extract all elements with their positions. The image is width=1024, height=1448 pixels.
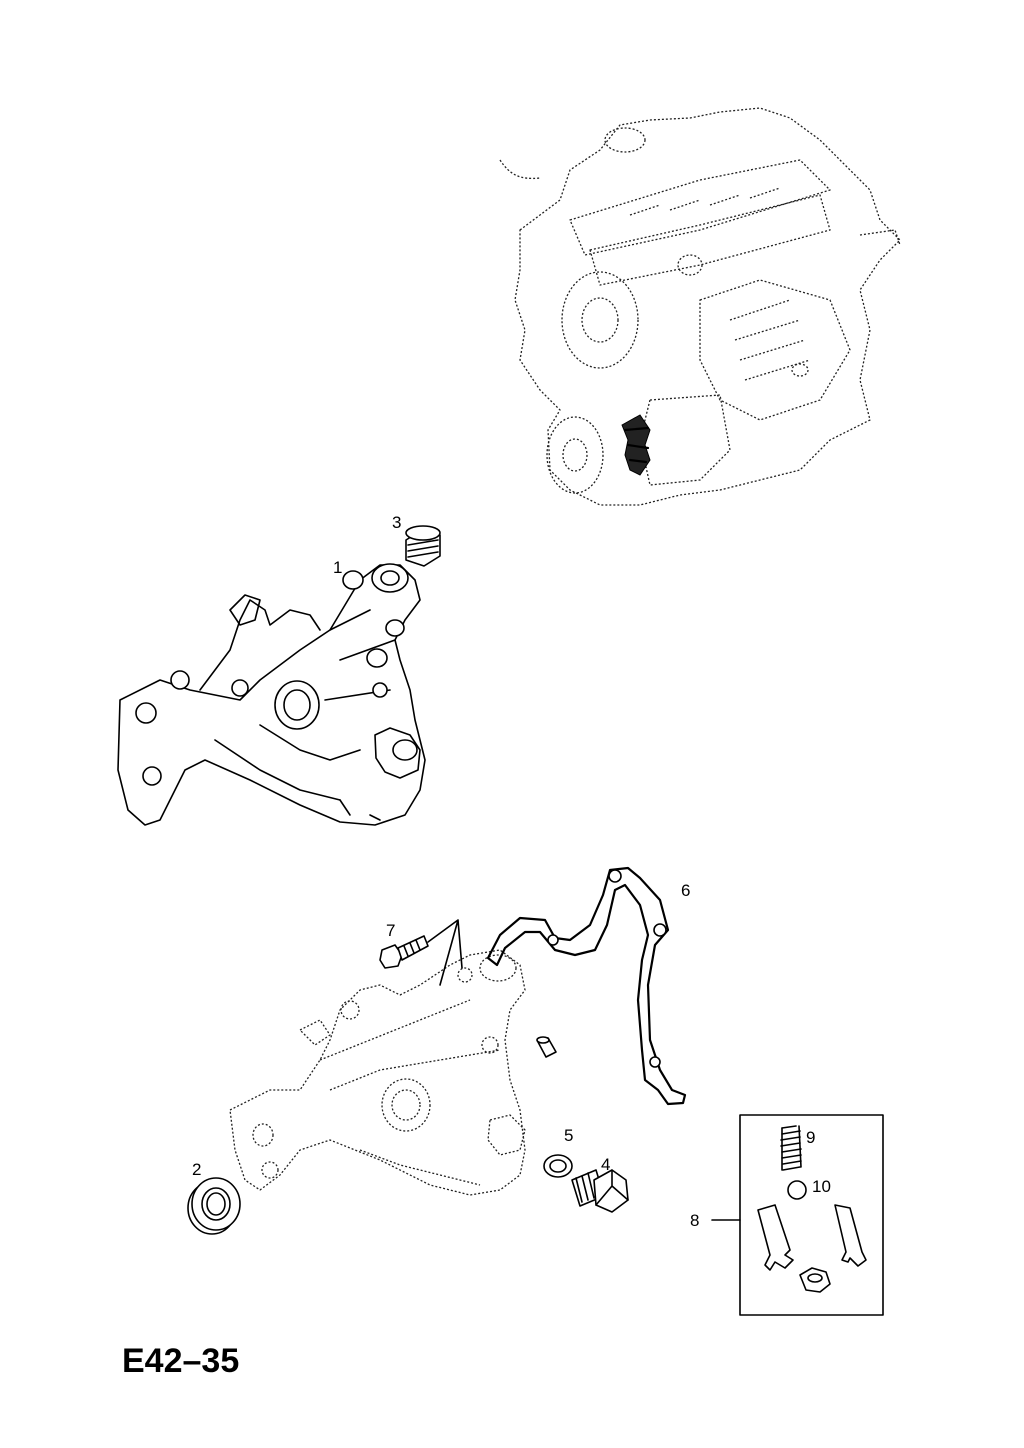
bolt-part-7 xyxy=(379,935,429,969)
oil-pump-assembly-illustration xyxy=(117,563,426,826)
valve-piston xyxy=(799,1267,831,1293)
retaining-clip-right xyxy=(834,1204,867,1267)
diagram-reference-title: E42–35 xyxy=(122,1342,239,1380)
engine-assembly-illustration xyxy=(499,107,901,506)
callout-8: 8 xyxy=(690,1211,699,1230)
retaining-clip-left xyxy=(757,1204,794,1271)
callout-5: 5 xyxy=(564,1126,573,1145)
callout-7: 7 xyxy=(386,921,395,940)
leader-line-7 xyxy=(427,919,463,986)
seal-ring-part-2 xyxy=(187,1177,241,1235)
gasket-part-6 xyxy=(486,866,687,1106)
relief-valve-kit-box xyxy=(711,1114,884,1316)
callout-2: 2 xyxy=(192,1160,201,1179)
plug-bolt-part-4 xyxy=(571,1169,629,1213)
callout-3: 3 xyxy=(392,513,401,532)
callout-10: 10 xyxy=(812,1177,831,1196)
washer-part-5 xyxy=(543,1154,573,1178)
callout-1: 1 xyxy=(333,558,342,577)
callout-9: 9 xyxy=(806,1128,815,1147)
oil-pump-housing-exploded-illustration xyxy=(229,949,526,1196)
callout-6: 6 xyxy=(681,881,690,900)
dowel-pin xyxy=(536,1036,557,1058)
ball-part-10 xyxy=(787,1180,807,1200)
spring-part-9 xyxy=(780,1125,802,1171)
callout-4: 4 xyxy=(601,1155,610,1174)
plug-part-3 xyxy=(405,525,441,567)
